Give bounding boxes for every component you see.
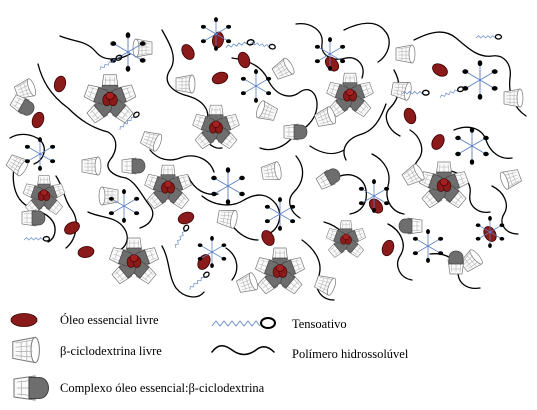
surfactant-molecule <box>23 235 51 242</box>
inclusion-complex <box>283 123 308 141</box>
complex-cluster <box>83 75 136 125</box>
surfactant-micelle <box>461 59 499 101</box>
complex-cluster <box>109 238 160 285</box>
cyclodextrin <box>235 271 260 296</box>
surfactant-micelle <box>24 136 56 172</box>
cyclodextrin <box>503 88 524 108</box>
oil-droplet <box>322 53 342 75</box>
complex-clusters <box>23 73 470 295</box>
inclusion-complex <box>121 157 146 175</box>
surfactant-micelle <box>475 215 505 249</box>
surfactant-molecule <box>438 85 465 100</box>
polymer-chain <box>59 35 131 60</box>
oil-droplet <box>61 218 83 238</box>
legend-item-complex: Complexo óleo essencial:β-ciclodextrina <box>13 375 265 401</box>
cyclodextrin <box>81 156 102 176</box>
legend-item-free-oil: Óleo essencial livre <box>10 313 159 327</box>
complex-cluster <box>255 248 306 295</box>
inclusion-complex <box>447 250 465 275</box>
inclusion-complex-icon <box>13 375 50 401</box>
cyclodextrin <box>498 166 523 191</box>
polymer-chain <box>453 126 513 159</box>
oil-droplet <box>235 50 253 70</box>
oil-droplet <box>258 227 278 249</box>
polymer-chain <box>491 185 519 235</box>
oil-droplet <box>29 110 47 130</box>
surfactant-micelle <box>240 68 272 104</box>
surfactant-molecule <box>187 270 211 292</box>
surfactant-icon <box>211 317 276 329</box>
oil-droplet <box>401 106 419 126</box>
cyclodextrin <box>216 207 239 230</box>
surfactant-molecule <box>475 33 503 40</box>
complex-cluster <box>419 162 470 209</box>
oil-droplet-icon <box>10 313 38 327</box>
cyclodextrin <box>260 160 283 183</box>
cyclodextrin <box>254 99 279 124</box>
surfactant-micelle <box>264 196 296 232</box>
legend-item-free-cd: β-ciclodextrina livre <box>12 336 162 364</box>
oil-droplet <box>178 41 198 63</box>
oil-droplet <box>210 30 226 50</box>
polymer-chain <box>225 247 238 281</box>
oil-droplet <box>428 131 448 153</box>
oil-droplet <box>76 244 96 260</box>
polymer-chain <box>343 22 390 63</box>
surfactant-micelle <box>454 126 490 166</box>
complex-cluster <box>192 105 240 150</box>
polymer-chain <box>339 174 368 215</box>
inclusion-complex <box>398 217 423 235</box>
legend-label: Óleo essencial livre <box>60 313 159 327</box>
cyclodextrin <box>175 74 196 94</box>
cyclodextrin <box>139 128 164 153</box>
legend-label: Complexo óleo essencial:β-ciclodextrina <box>60 381 265 395</box>
polymer-chain-icon <box>211 345 275 356</box>
cyclodextrin <box>98 186 119 206</box>
surfactant-micelle <box>412 228 444 264</box>
polymer-chain <box>201 194 281 235</box>
polymer-chain <box>149 149 215 173</box>
cyclodextrin <box>313 272 338 297</box>
oil-droplet <box>366 195 386 217</box>
legend-label: Tensoativo <box>292 317 347 331</box>
cyclodextrin <box>4 151 31 178</box>
oil-droplet <box>210 69 230 87</box>
cyclodextrin <box>390 79 413 102</box>
surfactant-micelle <box>210 166 246 206</box>
oil-droplet <box>52 74 68 94</box>
cyclodextrin <box>395 44 416 64</box>
complex-cluster <box>326 221 366 259</box>
cyclodextrin-icon <box>12 336 40 364</box>
oil-droplet <box>176 209 196 227</box>
legend: Óleo essencial livre β-ciclodextrina liv… <box>10 313 409 401</box>
cyclodextrin <box>270 56 297 83</box>
legend-item-surfactant: Tensoativo <box>211 317 347 331</box>
surfactant-micelle <box>200 16 232 52</box>
polymer-chain <box>289 155 304 219</box>
polymer-chain <box>161 245 205 298</box>
polymer-chain <box>37 63 154 229</box>
polymer-chain <box>385 69 401 137</box>
polymer-chain <box>387 223 413 281</box>
inclusion-complex <box>21 209 46 227</box>
oil-droplet <box>194 251 214 273</box>
polymer-chain <box>231 57 318 151</box>
polymer-chain <box>371 153 405 215</box>
legend-label: Polímero hidrossolúvel <box>292 347 409 361</box>
polymer-chain <box>309 145 345 155</box>
surfactant-molecule <box>172 223 191 250</box>
complex-cluster <box>144 165 192 210</box>
legend-label: β-ciclodextrina livre <box>60 344 162 358</box>
surfactant-micelle <box>314 36 346 72</box>
oil-droplet <box>379 238 397 258</box>
legend-item-polymer: Polímero hidrossolúvel <box>211 345 409 361</box>
polymer-chain <box>87 211 128 253</box>
inclusion-complex <box>314 165 344 192</box>
oil-droplet <box>429 60 451 80</box>
